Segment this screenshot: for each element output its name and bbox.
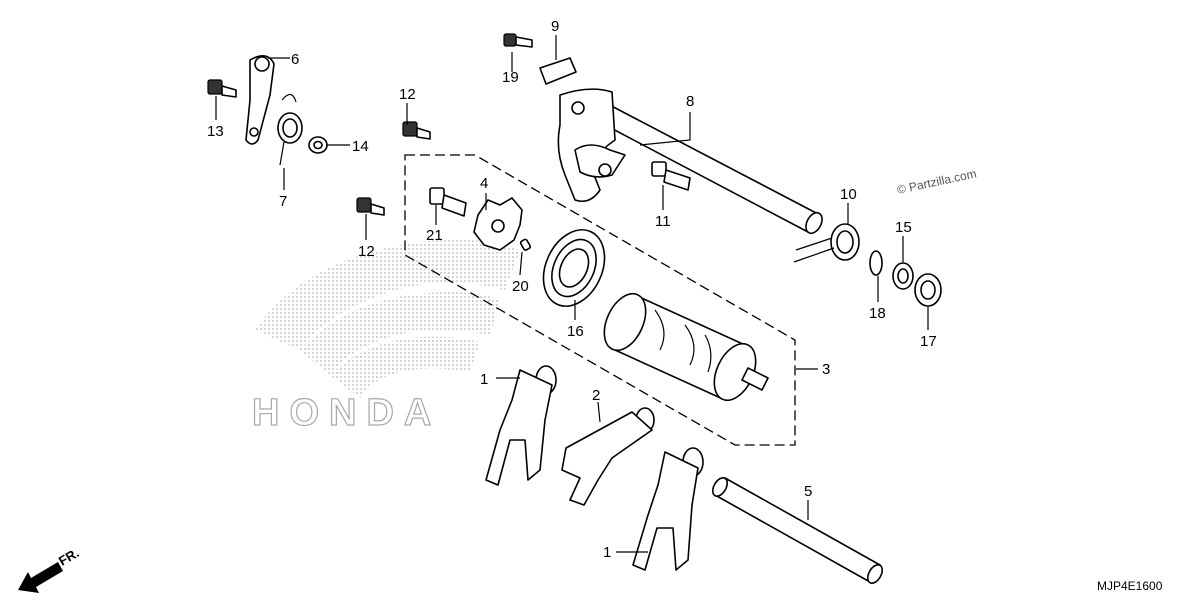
copyright-text: © Partzilla.com <box>896 166 978 197</box>
leader-lines <box>215 35 929 553</box>
callout-9: 9 <box>551 18 559 35</box>
part-9-plate <box>539 57 577 85</box>
callout-6: 6 <box>291 51 299 68</box>
part-1-shift-fork-lower <box>632 447 704 571</box>
part-11-bolt <box>651 161 691 191</box>
part-13-bolt <box>207 79 237 98</box>
part-7-spring <box>277 93 303 166</box>
callout-11: 11 <box>655 213 671 230</box>
callout-labels: 1 1 2 3 4 5 6 7 8 9 10 11 12 12 13 14 15… <box>207 18 937 561</box>
part-4-star-plate <box>473 197 523 251</box>
callout-12-lower: 12 <box>358 243 375 260</box>
callout-3: 3 <box>822 361 830 378</box>
part-21-bolt <box>429 187 467 217</box>
callout-19: 19 <box>502 69 519 86</box>
callout-1-upper: 1 <box>480 371 488 388</box>
callout-12-upper: 12 <box>399 86 416 103</box>
part-8-shift-shaft <box>557 88 823 235</box>
part-15-washer <box>892 262 914 290</box>
part-16-bearing <box>542 229 606 307</box>
callout-15: 15 <box>895 219 912 236</box>
callout-4: 4 <box>480 175 488 192</box>
diagram-code: MJP4E1600 <box>1097 579 1163 593</box>
part-1-shift-fork-upper <box>485 365 557 486</box>
part-12-bolt-lower <box>356 197 385 216</box>
honda-watermark-text: HONDA <box>252 392 441 434</box>
front-direction-marker: FR. <box>18 545 82 593</box>
part-10-spring <box>793 223 860 263</box>
callout-21: 21 <box>426 227 443 244</box>
callout-7: 7 <box>279 193 287 210</box>
callout-16: 16 <box>567 323 584 340</box>
part-18-circlip <box>869 250 883 276</box>
front-label: FR. <box>56 545 82 568</box>
assembly-box-outline <box>404 154 796 446</box>
part-14-washer <box>308 136 328 154</box>
honda-wing-watermark <box>255 239 520 398</box>
front-arrow-icon <box>18 562 63 593</box>
callout-13: 13 <box>207 123 224 140</box>
part-2-shift-fork <box>561 407 655 506</box>
part-19-bolt <box>503 33 533 48</box>
part-12-bolt-upper <box>402 121 431 140</box>
callout-17: 17 <box>920 333 937 350</box>
part-20-pin <box>519 238 532 251</box>
callout-10: 10 <box>840 186 857 203</box>
callout-8: 8 <box>686 93 694 110</box>
callout-2: 2 <box>592 387 600 404</box>
callout-5: 5 <box>804 483 812 500</box>
callout-1-lower: 1 <box>603 544 611 561</box>
callout-18: 18 <box>869 305 886 322</box>
part-17-seal <box>914 273 942 307</box>
callout-14: 14 <box>352 138 369 155</box>
part-5-fork-shaft <box>711 477 884 584</box>
part-6-stopper-arm <box>245 55 275 145</box>
callout-20: 20 <box>512 278 529 295</box>
part-3-shift-drum <box>603 292 769 402</box>
